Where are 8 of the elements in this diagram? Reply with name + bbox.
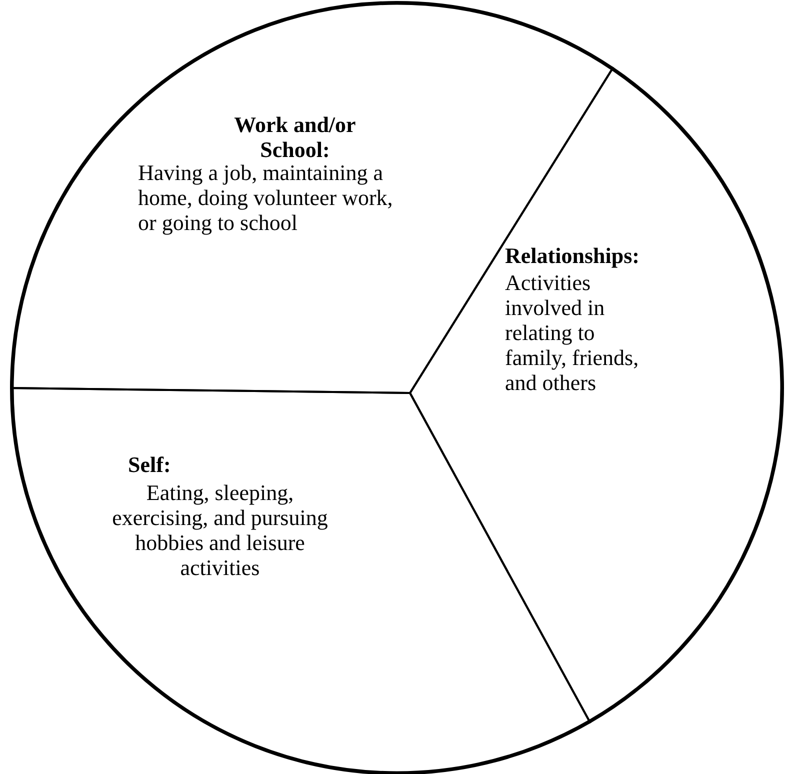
sector-heading: Relationships: — [505, 242, 640, 268]
circle-outline — [11, 2, 783, 774]
sector-description: Activities involved in relating to family, friends, and others — [505, 270, 640, 395]
sector-heading: Self: — [128, 452, 172, 477]
sector-heading: Work and/or School: — [233, 112, 357, 162]
pie-sector — [410, 68, 783, 722]
sector-description: Having a job, maintaining a home, doing volunteer work, or going to school — [138, 160, 394, 235]
sector-description: Eating, sleeping, exercising, and pursuing hobbies and leisure activities — [111, 480, 329, 580]
